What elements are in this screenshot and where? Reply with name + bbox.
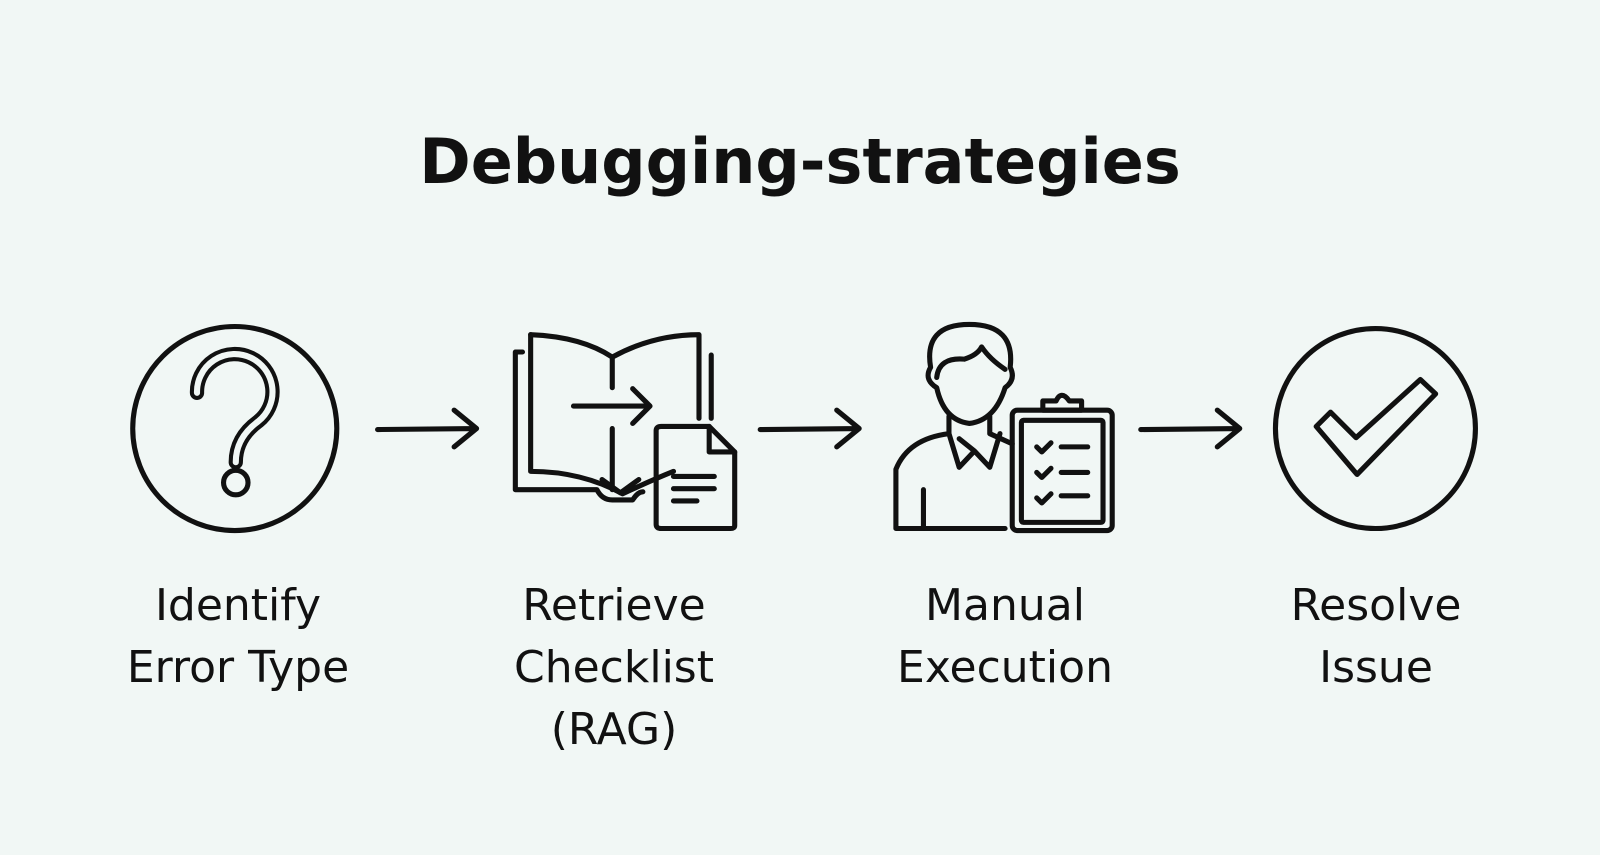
person-clipboard-icon — [893, 321, 1115, 534]
step-label-resolve: Resolve Issue — [1290, 580, 1462, 693]
diagram-title: Debugging-strategies — [419, 125, 1181, 198]
step-label-retrieve: Retrieve Checklist (RAG) — [514, 580, 714, 755]
book-document-icon — [512, 332, 738, 532]
arrow-icon — [757, 407, 862, 450]
question-circle-icon — [130, 323, 340, 534]
check-circle-icon — [1272, 325, 1478, 532]
arrow-icon — [375, 407, 480, 450]
step-label-manual: Manual Execution — [897, 580, 1113, 693]
step-label-identify: Identify Error Type — [126, 580, 350, 693]
arrow-icon — [1138, 407, 1243, 450]
